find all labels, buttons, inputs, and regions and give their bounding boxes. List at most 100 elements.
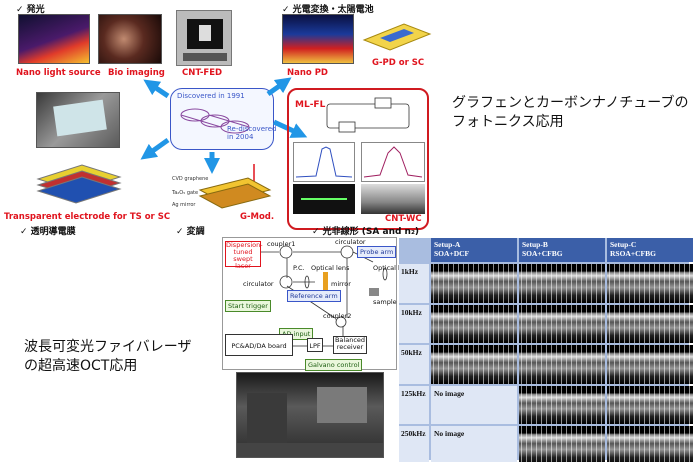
- table-row-label: 50kHz: [399, 345, 429, 384]
- oct-image-cell: [519, 345, 605, 384]
- arrow-to-transparent: [140, 137, 170, 160]
- oct-tomogram-image: [519, 426, 605, 462]
- oct-tomogram-image: [431, 345, 517, 384]
- nano-pd-image: [282, 14, 354, 64]
- column-name: Setup-B: [522, 240, 548, 249]
- no-image-cell: No image: [431, 385, 517, 424]
- section-photoelectric: ✓ 光電変換・太陽電池: [282, 5, 374, 15]
- oct-title: 波長可変光ファイバレーザ の超高速OCT応用: [24, 339, 192, 374]
- spectrum-plot-1: [293, 142, 355, 182]
- arrow-to-photoelectric: [266, 77, 292, 97]
- column-subtitle: SOA+CFBG: [522, 249, 563, 258]
- oct-system-photo: [236, 372, 384, 458]
- galvano-control-tag: Galvano control: [305, 359, 363, 371]
- sample-label: sample: [373, 298, 397, 306]
- oct-image-cell: [431, 264, 517, 303]
- oct-tomogram-image: [431, 264, 517, 303]
- label-ml-fl: ML-FL: [295, 100, 326, 110]
- oct-image-cell: [607, 264, 693, 303]
- swept-laser-box: Dispersion-tuned swept laser: [225, 241, 263, 271]
- label-transparent-electrode: Transparent electrode for TS or SC: [4, 212, 171, 222]
- oct-tomogram-image: [607, 385, 693, 424]
- section-transparent: ✓ 透明導電膜: [20, 227, 76, 237]
- arrow-to-emission: [143, 79, 170, 99]
- touch-screen-photo: [36, 92, 120, 148]
- nano-light-source-image: [18, 14, 90, 64]
- transparent-electrode-diagram: [36, 164, 122, 204]
- table-row-label: 125kHz: [399, 385, 429, 424]
- oct-image-cell: [607, 385, 693, 424]
- label-nano-light-source: Nano light source: [16, 68, 101, 78]
- optical-lens-label-1: Optical lens: [311, 264, 350, 272]
- table-row-label: 250kHz: [399, 426, 429, 462]
- bio-imaging-image: [98, 14, 162, 64]
- spectrum-plot-2: [361, 142, 425, 182]
- svg-text:CVD graphene: CVD graphene: [172, 176, 208, 182]
- nanotube-illustration: [180, 108, 250, 134]
- column-subtitle: SOA+DCF: [434, 249, 470, 258]
- oct-image-cell: [519, 426, 605, 462]
- headline-text: グラフェンとカーボンナノチューブの フォトニクス応用: [452, 95, 689, 130]
- nonlinear-frame: ML-FL CNT-WC: [287, 88, 429, 230]
- balanced-receiver-box: Balanced receiver: [333, 336, 367, 354]
- svg-text:Ag mirror: Ag mirror: [172, 202, 196, 208]
- column-subtitle: RSOA+CFBG: [610, 249, 656, 258]
- cnt-center-box: Discovered in 1991 Re-discovered in 2004: [170, 88, 277, 150]
- section-nonlinear: ✓ 光非線形 (SA and n₂): [312, 227, 420, 237]
- label-bio-imaging: Bio imaging: [108, 68, 165, 78]
- discovered-text: Discovered in 1991: [177, 92, 245, 100]
- table-row-label: 1kHz: [399, 264, 429, 303]
- label-g-mod: G-Mod.: [240, 212, 275, 222]
- oct-image-cell: [519, 304, 605, 343]
- table-row-label: 10kHz: [399, 304, 429, 343]
- label-cnt-wc: CNT-WC: [385, 214, 422, 224]
- oct-image-cell: [607, 426, 693, 462]
- oct-image-cell: [431, 304, 517, 343]
- oct-image-cell: [607, 345, 693, 384]
- section-emission: ✓ 発光: [16, 5, 45, 15]
- oct-tomogram-image: [519, 345, 605, 384]
- g-pd-sc-image: [360, 18, 434, 54]
- oct-tomogram-image: [607, 304, 693, 343]
- oct-image-cell: [607, 304, 693, 343]
- oct-image-cell: [519, 385, 605, 424]
- probe-arm-tag: Probe arm: [357, 246, 397, 258]
- section-modulation: ✓ 変調: [176, 227, 205, 237]
- oct-tomogram-image: [607, 426, 693, 462]
- circulator2-label: circulator: [243, 280, 274, 288]
- optical-lens-label-2: Optical lens: [373, 264, 412, 272]
- svg-text:Ta₂O₅ gate: Ta₂O₅ gate: [171, 190, 198, 196]
- mirror-label: mirror: [331, 280, 351, 288]
- cnt-fed-image: [176, 10, 232, 66]
- oct-tomogram-image: [519, 385, 605, 424]
- column-name: Setup-C: [610, 240, 637, 249]
- lpf-box: LPF: [307, 338, 323, 352]
- start-trigger-tag: Start trigger: [225, 300, 271, 312]
- pc-board-box: PC&AD/DA board: [225, 334, 293, 356]
- rediscovered-text: Re-discovered in 2004: [227, 125, 277, 141]
- coupler1-label: coupler1: [267, 240, 296, 248]
- reference-arm-tag: Reference arm: [287, 290, 341, 302]
- oct-image-cell: [431, 345, 517, 384]
- no-image-cell: No image: [431, 426, 517, 462]
- cnt-wc-photo: [361, 184, 425, 214]
- label-g-pd-sc: G-PD or SC: [372, 58, 425, 68]
- label-nano-pd: Nano PD: [287, 68, 328, 78]
- fiber-laser-diagram: [326, 97, 410, 133]
- pc-label: P.C.: [293, 264, 305, 272]
- oct-tomogram-image: [519, 264, 605, 303]
- oct-tomogram-image: [607, 345, 693, 384]
- waveguide-photo: [293, 184, 355, 214]
- circulator1-label: circulator: [335, 238, 366, 246]
- oct-tomogram-image: [519, 304, 605, 343]
- oct-image-cell: [519, 264, 605, 303]
- graphene-modulator-diagram: CVD graphene Ta₂O₅ gate Ag mirror: [171, 164, 272, 209]
- coupler2-label: coupler2: [323, 312, 352, 320]
- oct-setup-diagram: Dispersion-tuned swept laser coupler1 ci…: [222, 237, 411, 371]
- oct-tomogram-image: [431, 304, 517, 343]
- label-cnt-fed: CNT-FED: [182, 68, 223, 78]
